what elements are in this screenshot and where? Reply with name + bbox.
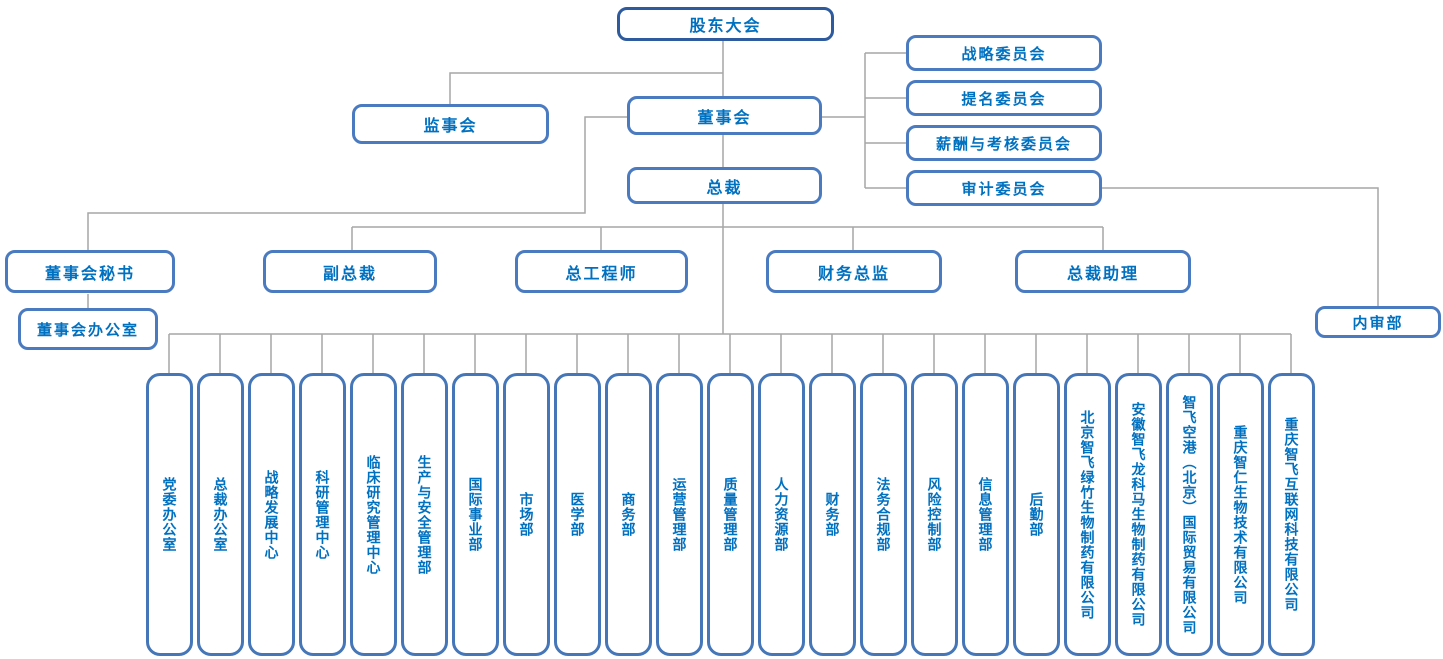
- department-label: 生产与安全管理部: [416, 454, 433, 575]
- node-department-finance: 财务部: [809, 373, 856, 656]
- node-department-legal-compliance: 法务合规部: [860, 373, 907, 656]
- node-department-medical: 医学部: [554, 373, 601, 656]
- committee-nomination-label: 提名委员会: [961, 90, 1047, 108]
- node-exec-vice-president: 副总裁: [263, 250, 437, 293]
- committee-audit-label: 审计委员会: [961, 180, 1047, 198]
- node-subsidiary-beijing-zhifei-lvzhu: 北京智飞绿竹生物制药有限公司: [1064, 373, 1111, 656]
- node-committee-audit: 审计委员会: [906, 170, 1102, 206]
- department-label: 临床研究管理中心: [365, 454, 382, 575]
- node-shareholders-meeting: 股东大会: [617, 7, 834, 41]
- committee-strategy-label: 战略委员会: [961, 45, 1047, 63]
- node-department-president-office: 总裁办公室: [197, 373, 244, 656]
- department-label: 人力资源部: [773, 477, 790, 552]
- node-committee-strategy: 战略委员会: [906, 35, 1102, 71]
- department-label: 运营管理部: [671, 477, 688, 552]
- subsidiary-label: 安徽智飞龙科马生物制药有限公司: [1130, 402, 1147, 627]
- department-label: 法务合规部: [875, 477, 892, 552]
- node-internal-audit-dept: 内审部: [1315, 306, 1441, 338]
- node-subsidiary-chongqing-zhiren-biotech: 重庆智仁生物技术有限公司: [1217, 373, 1264, 656]
- exec-board-secretary-label: 董事会秘书: [44, 265, 135, 283]
- department-label: 科研管理中心: [314, 469, 331, 560]
- exec-chief-engineer-label: 总工程师: [565, 265, 638, 283]
- node-committee-compensation-appraisal: 薪酬与考核委员会: [906, 125, 1102, 161]
- node-subsidiary-anhui-zhifei-longcom: 安徽智飞龙科马生物制药有限公司: [1115, 373, 1162, 656]
- node-department-marketing: 市场部: [503, 373, 550, 656]
- department-label: 党委办公室: [161, 477, 178, 552]
- node-board-of-directors: 董事会: [627, 96, 822, 135]
- supervisory-board-label: 监事会: [423, 118, 478, 135]
- exec-finance-director-label: 财务总监: [817, 265, 890, 283]
- node-department-logistics: 后勤部: [1013, 373, 1060, 656]
- node-department-clinical-research-management-center: 临床研究管理中心: [350, 373, 397, 656]
- node-supervisory-board: 监事会: [352, 104, 549, 144]
- node-subsidiary-chongqing-zhifei-internet-tech: 重庆智飞互联网科技有限公司: [1268, 373, 1315, 656]
- internal-audit-dept-label: 内审部: [1352, 314, 1404, 332]
- department-label: 医学部: [569, 492, 586, 537]
- department-label: 信息管理部: [977, 477, 994, 552]
- node-exec-president-assistant: 总裁助理: [1015, 250, 1191, 293]
- node-committee-nomination: 提名委员会: [906, 80, 1102, 116]
- president-label: 总裁: [706, 179, 743, 197]
- node-president: 总裁: [627, 167, 822, 204]
- node-subsidiary-zhifei-konggang-beijing-trade: 智飞空港（北京）国际贸易有限公司: [1166, 373, 1213, 656]
- node-department-operations-management: 运营管理部: [656, 373, 703, 656]
- node-department-international-business: 国际事业部: [452, 373, 499, 656]
- node-department-strategic-development-center: 战略发展中心: [248, 373, 295, 656]
- board-office-label: 董事会办公室: [36, 321, 139, 339]
- department-label: 市场部: [518, 492, 535, 537]
- department-label: 商务部: [620, 492, 637, 537]
- node-board-office: 董事会办公室: [18, 308, 158, 350]
- node-department-party-committee-office: 党委办公室: [146, 373, 193, 656]
- exec-vice-president-label: 副总裁: [322, 265, 377, 283]
- node-department-production-safety-management: 生产与安全管理部: [401, 373, 448, 656]
- node-department-research-management-center: 科研管理中心: [299, 373, 346, 656]
- node-department-human-resources: 人力资源部: [758, 373, 805, 656]
- department-label: 风险控制部: [926, 477, 943, 552]
- node-exec-finance-director: 财务总监: [766, 250, 942, 293]
- node-exec-board-secretary: 董事会秘书: [5, 250, 175, 293]
- department-label: 后勤部: [1028, 492, 1045, 537]
- department-label: 战略发展中心: [263, 469, 280, 560]
- department-strip: 党委办公室 总裁办公室 战略发展中心 科研管理中心 临床研究管理中心 生产与安全…: [146, 373, 1315, 656]
- node-department-information-management: 信息管理部: [962, 373, 1009, 656]
- node-exec-chief-engineer: 总工程师: [515, 250, 688, 293]
- subsidiary-label: 重庆智仁生物技术有限公司: [1232, 424, 1249, 605]
- node-department-risk-control: 风险控制部: [911, 373, 958, 656]
- board-of-directors-label: 董事会: [697, 109, 752, 127]
- department-label: 质量管理部: [722, 477, 739, 552]
- node-department-quality-management: 质量管理部: [707, 373, 754, 656]
- exec-president-assistant-label: 总裁助理: [1066, 265, 1139, 283]
- subsidiary-label: 北京智飞绿竹生物制药有限公司: [1079, 409, 1096, 620]
- subsidiary-label: 智飞空港（北京）国际贸易有限公司: [1181, 394, 1198, 635]
- subsidiary-label: 重庆智飞互联网科技有限公司: [1283, 417, 1300, 612]
- department-label: 国际事业部: [467, 477, 484, 552]
- node-department-commerce: 商务部: [605, 373, 652, 656]
- committee-compensation-appraisal-label: 薪酬与考核委员会: [935, 135, 1072, 153]
- department-label: 财务部: [824, 492, 841, 537]
- department-label: 总裁办公室: [212, 477, 229, 552]
- shareholders-meeting-label: 股东大会: [689, 18, 762, 35]
